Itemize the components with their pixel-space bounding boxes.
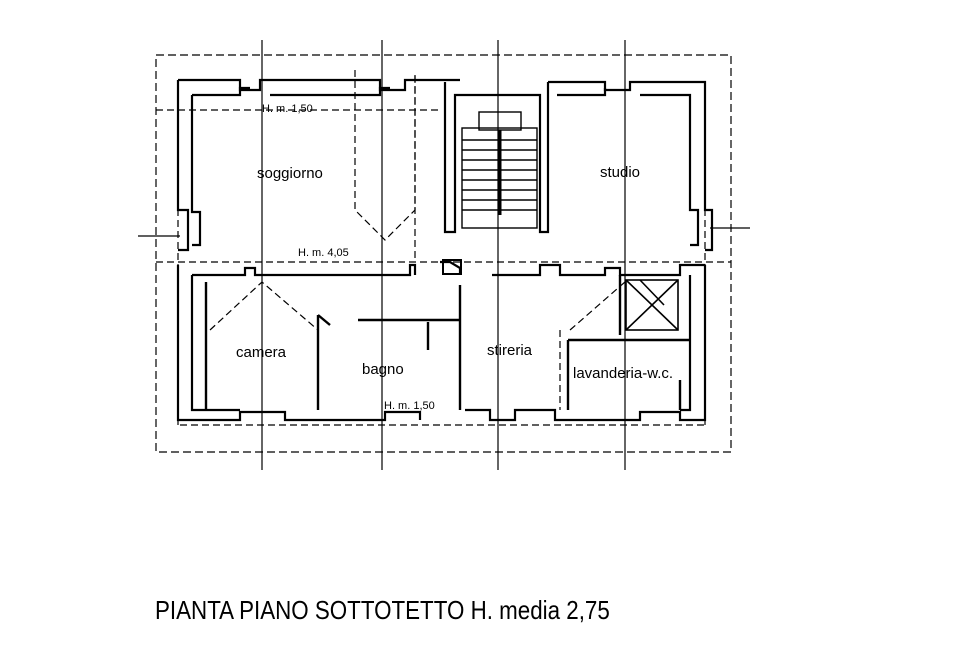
partitions <box>204 275 690 410</box>
plan-caption: PIANTA PIANO SOTTOTETTO H. media 2,75 <box>155 595 610 625</box>
column <box>442 259 462 275</box>
staircase <box>461 111 538 229</box>
height-label-soggiorno: H. m. 1,50 <box>262 103 313 115</box>
room-label-bagno: bagno <box>362 361 404 378</box>
height-label-corridor: H. m. 4,05 <box>298 247 349 259</box>
shaft-cross <box>625 279 679 331</box>
roof-outline <box>155 54 732 453</box>
height-label-bagno: H. m. 1,50 <box>384 400 435 412</box>
room-label-studio: studio <box>600 164 640 181</box>
room-label-stireria: stireria <box>487 342 533 359</box>
walls <box>176 78 714 422</box>
room-label-camera: camera <box>236 344 287 361</box>
room-label-lavanderia: lavanderia-w.c. <box>573 365 673 382</box>
room-label-soggiorno: soggiorno <box>257 165 323 182</box>
